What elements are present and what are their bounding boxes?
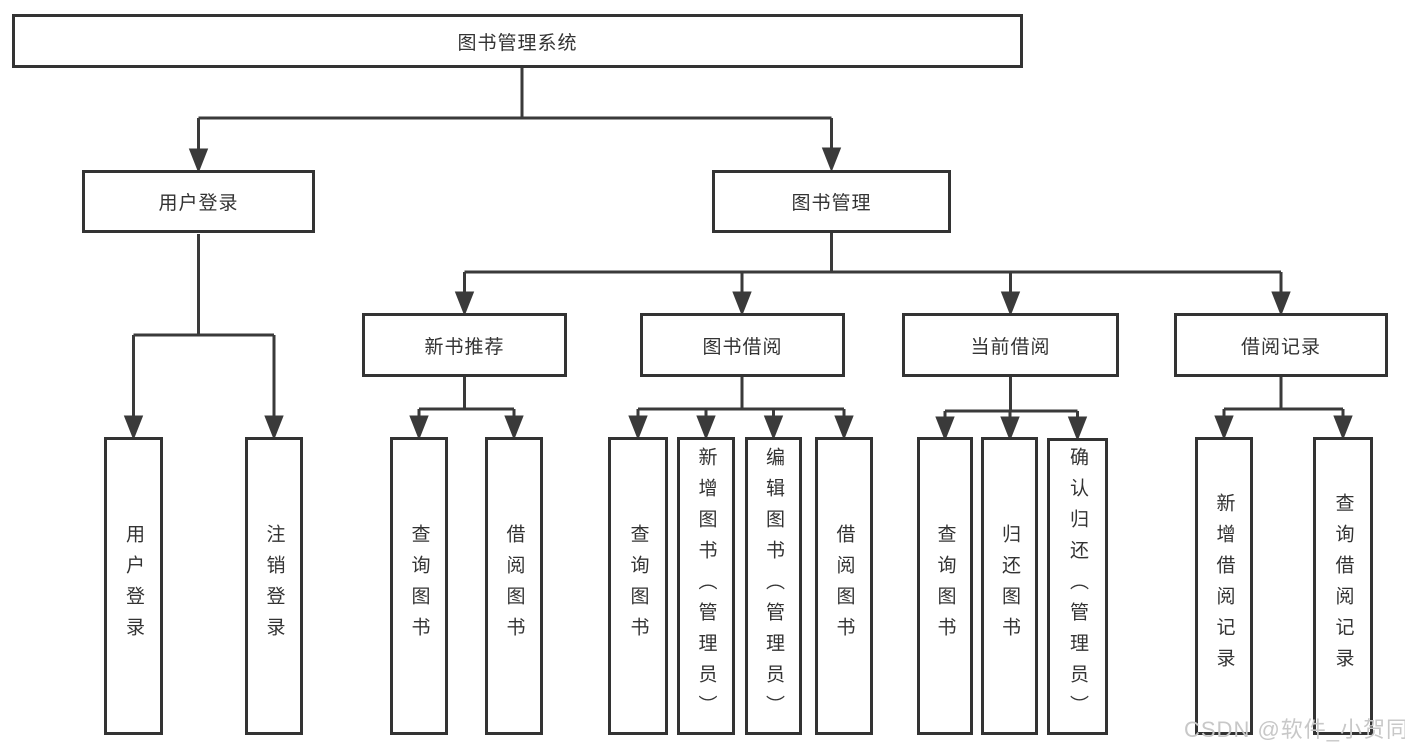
node-user-login: 用户登录 [82,170,315,233]
leaf-user-login: 用户登录 [104,437,163,735]
node-current-borrow: 当前借阅 [902,313,1119,377]
leaf-query-books-newbook: 查询图书 [390,437,448,735]
csdn-watermark: CSDN @软件_小贺同学 [1184,717,1405,742]
leaf-return-book: 归还图书 [981,437,1038,735]
leaf-add-borrow-record: 新增借阅记录 [1195,437,1253,735]
node-label: 当前借阅 [970,336,1051,358]
node-borrow-records: 借阅记录 [1174,313,1388,377]
edge-newbook-to-leaves [409,377,524,441]
node-label: 查询图书 [408,524,430,648]
edge-root-to-level2 [188,68,842,174]
node-label: 用户登录 [158,193,239,214]
leaf-add-book-admin: 新增图书（管理员） [677,437,735,735]
leaf-edit-book-admin: 编辑图书（管理员） [745,437,802,735]
leaf-query-borrow-record: 查询借阅记录 [1313,437,1373,735]
node-label: 新书推荐 [424,336,505,358]
node-label: 确认归还（管理员） [1067,447,1088,726]
edge-management-to-level3 [454,233,1291,317]
node-label: 图书管理系统 [457,32,578,54]
leaf-logout: 注销登录 [245,437,303,735]
node-label: 新增图书（管理员） [695,446,717,726]
node-label: 新增借阅记录 [1213,493,1235,679]
leaf-confirm-return-admin: 确认归还（管理员） [1047,438,1108,735]
edge-borrow-to-leaves [628,377,854,441]
node-label: 归还图书 [999,524,1020,648]
node-label: 借阅图书 [833,524,855,648]
node-label: 借阅图书 [503,524,525,648]
node-label: 查询图书 [934,524,956,648]
node-new-book-recommend: 新书推荐 [362,313,567,377]
node-label: 编辑图书（管理员） [763,446,784,726]
leaf-borrow-books-borrow: 借阅图书 [815,437,873,735]
node-library-management-system: 图书管理系统 [12,14,1023,68]
node-label: 借阅记录 [1240,336,1321,358]
node-label: 查询图书 [627,524,649,648]
edge-records-to-leaves [1214,377,1353,441]
leaf-query-books-current: 查询图书 [917,437,973,735]
node-book-management: 图书管理 [712,170,951,233]
node-label: 用户登录 [123,524,144,648]
edge-current-to-leaves [935,377,1088,442]
edge-login-to-leaves [123,234,284,441]
node-label: 查询借阅记录 [1332,493,1354,679]
node-book-borrow: 图书借阅 [640,313,845,377]
leaf-borrow-books-newbook: 借阅图书 [485,437,543,735]
node-label: 图书管理 [791,193,872,214]
node-label: 注销登录 [263,524,285,648]
node-label: 图书借阅 [702,336,783,358]
leaf-query-books-borrow: 查询图书 [608,437,668,735]
